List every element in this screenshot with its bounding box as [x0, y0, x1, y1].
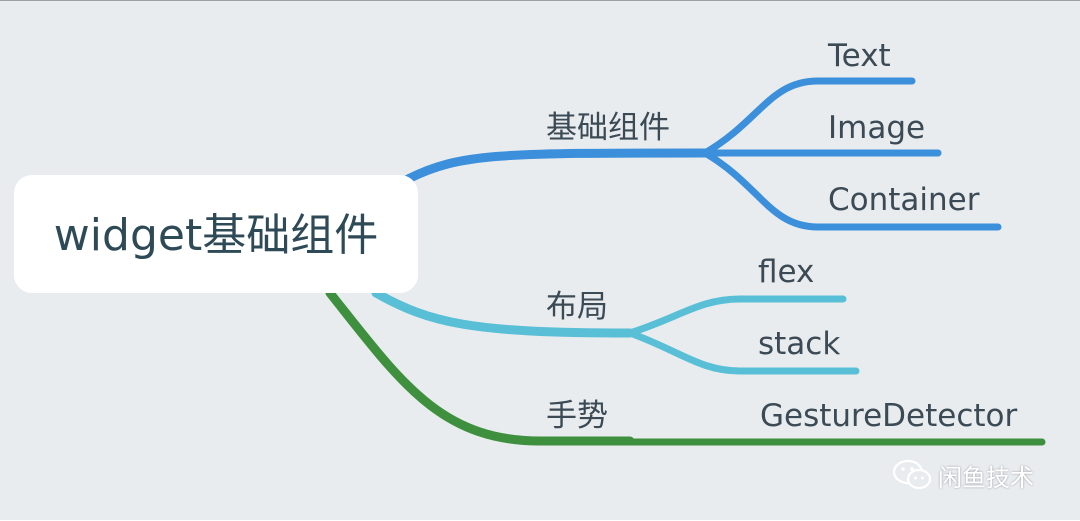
leaf-link-container — [701, 149, 1002, 231]
leaf-label-stack[interactable]: stack — [758, 326, 841, 362]
leaf-label-image[interactable]: Image — [828, 110, 926, 146]
leaf-link-stack — [626, 329, 860, 375]
branch-link-layout — [371, 288, 635, 338]
leaf-link-flex — [626, 295, 847, 337]
leaf-label-flex[interactable]: flex — [758, 254, 815, 290]
root-label: widget基础组件 — [53, 210, 379, 261]
branch-label-gesture[interactable]: 手势 — [546, 398, 608, 434]
leaf-label-text[interactable]: Text — [828, 38, 891, 74]
leaf-link-text — [701, 77, 916, 157]
root-node[interactable]: widget基础组件 — [14, 175, 418, 293]
leaf-label-gesturedetector[interactable]: GestureDetector — [760, 398, 1018, 434]
branch-label-layout[interactable]: 布局 — [546, 289, 608, 325]
branch-link-basic — [403, 148, 710, 184]
wechat-icon — [892, 459, 932, 490]
leaf-label-container[interactable]: Container — [828, 182, 980, 218]
branch-label-basic[interactable]: 基础组件 — [546, 110, 670, 146]
watermark-text: 闲鱼技术 — [938, 463, 1034, 492]
branch-link-gesture — [325, 288, 635, 446]
watermark: 闲鱼技术 — [892, 457, 1034, 493]
